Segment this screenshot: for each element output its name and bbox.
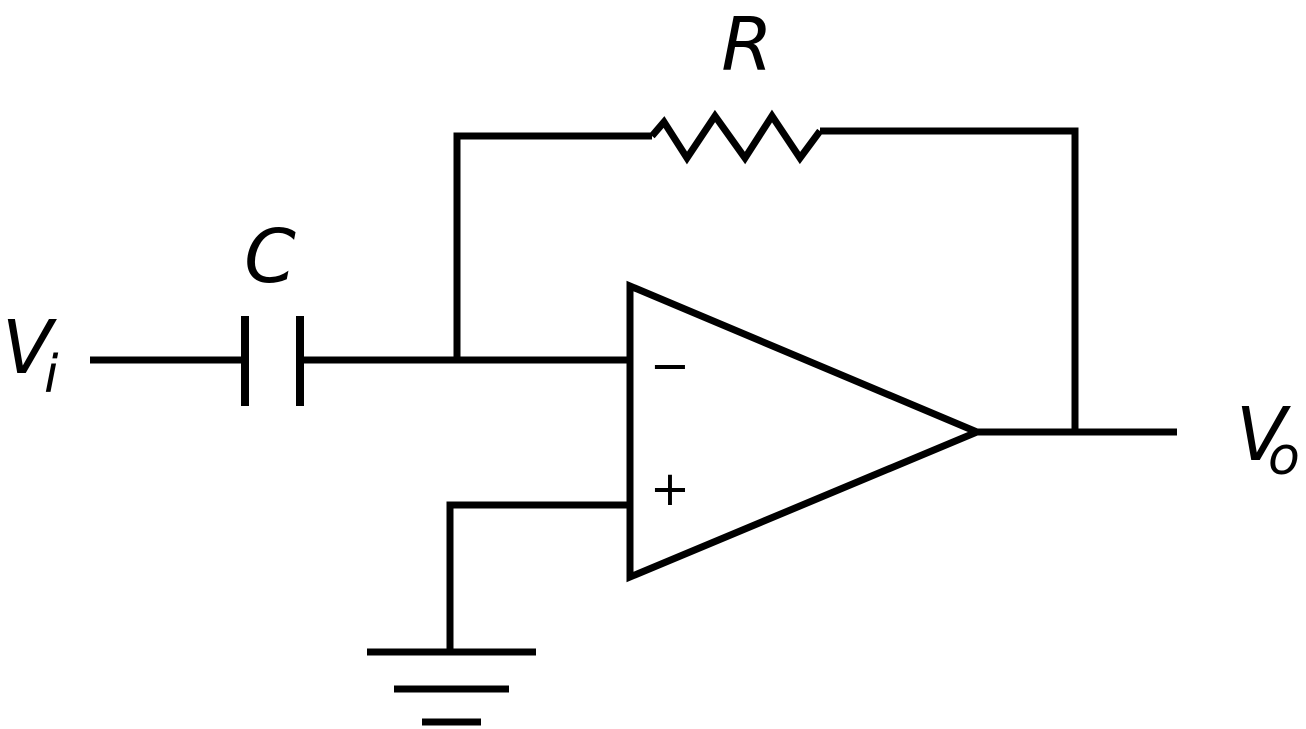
output-voltage-subscript: o [1268, 427, 1300, 487]
resistor-label: R [721, 2, 772, 88]
feedback-wire-left [453, 132, 652, 360]
op-amp [626, 280, 987, 583]
input-voltage-label: V [2, 305, 57, 391]
output-voltage-label: V [1236, 392, 1291, 478]
feedback-wire-right [820, 127, 1079, 432]
noninverting-sign: + [650, 461, 690, 517]
capacitor-label: C [244, 214, 296, 300]
ground-symbol [367, 648, 536, 726]
resistor [649, 109, 823, 165]
ground-wire [446, 501, 630, 652]
input-voltage-subscript: i [44, 345, 59, 405]
capacitor [241, 316, 304, 406]
inverting-sign: − [650, 338, 690, 394]
